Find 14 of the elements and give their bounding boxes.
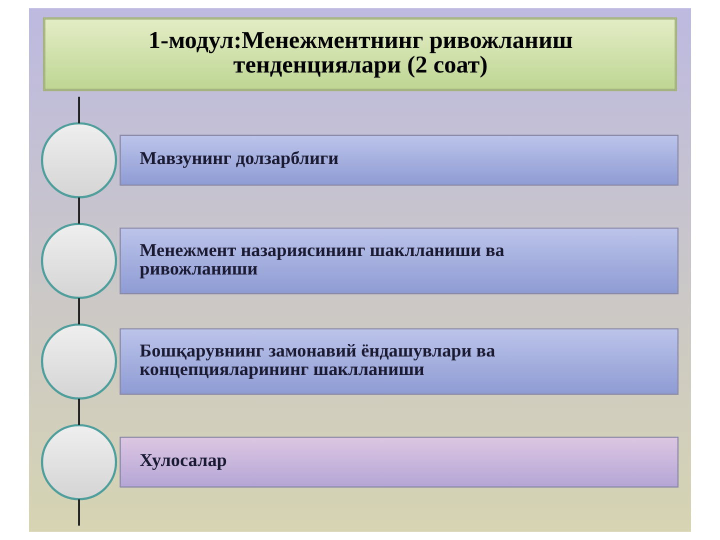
node-circle <box>40 222 118 299</box>
node-box: Мавзунинг долзарблиги <box>120 134 679 186</box>
node-circle <box>40 323 118 400</box>
connector <box>78 298 80 324</box>
connector <box>78 198 80 224</box>
node-box: Бошқарувнинг замонавий ёндашувлари ва концепцияларининг шаклланиши <box>120 328 679 395</box>
node-box: Менежмент назариясининг шаклланиши ва ривожланиши <box>120 228 679 294</box>
diagram-title: 1-модул:Менежментнинг ривожланиш тенденциялари (2 соат) <box>148 27 573 78</box>
node-box: Хулосалар <box>120 436 679 488</box>
connector <box>78 398 80 425</box>
node-circle <box>40 122 118 198</box>
connector <box>78 499 80 526</box>
node-circle <box>40 424 118 500</box>
connector <box>78 96 80 124</box>
